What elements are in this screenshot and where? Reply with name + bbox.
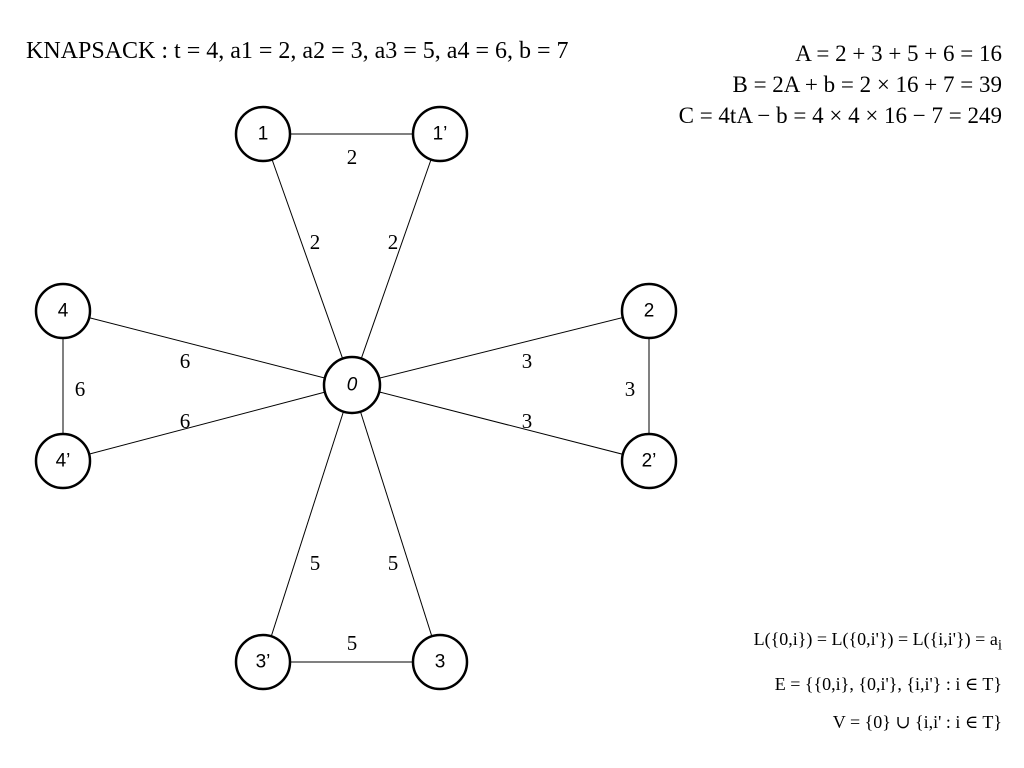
edge-0-3 xyxy=(351,384,441,663)
edge-0-3p xyxy=(262,384,353,663)
knapsack-instance: KNAPSACK : t = 4, a1 = 2, a2 = 3, a3 = 5… xyxy=(26,38,569,64)
edge-0-4p xyxy=(62,384,353,462)
edge-label-0-1p: 2 xyxy=(388,230,399,254)
formula-block-definitions: L({0,i}) = L({0,i'}) = L({i,i'}) = ai E … xyxy=(754,620,1002,741)
node-1-label: 1 xyxy=(258,124,269,145)
node-1-prime-label: 1’ xyxy=(433,124,448,145)
edge-label-0-4p: 6 xyxy=(180,409,191,433)
node-4: 4 xyxy=(34,282,92,340)
node-3-prime-label: 3’ xyxy=(256,652,271,673)
node-1-prime: 1’ xyxy=(411,105,469,163)
formula-B: B = 2A + b = 2 × 16 + 7 = 39 xyxy=(732,72,1002,97)
node-1: 1 xyxy=(234,105,292,163)
formula-L-text: L({0,i}) = L({0,i'}) = L({i,i'}) = a xyxy=(753,629,998,649)
node-4-prime: 4’ xyxy=(34,432,92,490)
edge-0-1p xyxy=(351,133,441,386)
formula-A: A = 2 + 3 + 5 + 6 = 16 xyxy=(795,41,1002,66)
graph-edge-labels: 2 2 2 3 3 3 5 5 5 6 6 6 xyxy=(75,145,636,655)
formula-L: L({0,i}) = L({0,i'}) = L({i,i'}) = ai xyxy=(754,620,1002,665)
edge-label-0-3p: 5 xyxy=(310,551,321,575)
edge-label-2-2p: 3 xyxy=(625,377,636,401)
edge-0-2 xyxy=(351,310,650,386)
node-center-0: 0 xyxy=(322,355,382,415)
node-4-label: 4 xyxy=(58,301,69,322)
node-3: 3 xyxy=(411,633,469,691)
node-2-prime: 2’ xyxy=(620,432,678,490)
node-center-0-label: 0 xyxy=(347,375,358,396)
edge-label-0-2p: 3 xyxy=(522,409,533,433)
formula-C: C = 4tA − b = 4 × 4 × 16 − 7 = 249 xyxy=(678,103,1002,128)
edge-label-3-3p: 5 xyxy=(347,631,358,655)
node-3-prime: 3’ xyxy=(234,633,292,691)
graph-nodes: 1 1’ 4 4’ 2 2’ 3’ 3 xyxy=(34,105,678,691)
formula-V: V = {0} ∪ {i,i' : i ∈ T} xyxy=(832,711,1002,732)
node-2-prime-label: 2’ xyxy=(642,451,657,472)
node-4-prime-label: 4’ xyxy=(56,451,71,472)
edge-0-2p xyxy=(351,384,650,462)
edge-label-0-3: 5 xyxy=(388,551,399,575)
graph-edges xyxy=(62,133,650,663)
edge-label-1-1p: 2 xyxy=(347,145,358,169)
node-2-label: 2 xyxy=(644,301,655,322)
formula-L-subscript: i xyxy=(997,637,1002,654)
node-2: 2 xyxy=(620,282,678,340)
edge-label-0-4: 6 xyxy=(180,349,191,373)
edge-label-0-1: 2 xyxy=(310,230,321,254)
edge-label-0-2: 3 xyxy=(522,349,533,373)
edge-0-1 xyxy=(262,133,353,386)
node-3-label: 3 xyxy=(435,652,446,673)
edge-0-4 xyxy=(62,310,353,386)
edge-label-4-4p: 6 xyxy=(75,377,86,401)
formula-E: E = {{0,i}, {0,i'}, {i,i'} : i ∈ T} xyxy=(774,673,1002,694)
formula-block-totals: A = 2 + 3 + 5 + 6 = 16 B = 2A + b = 2 × … xyxy=(679,38,1002,131)
